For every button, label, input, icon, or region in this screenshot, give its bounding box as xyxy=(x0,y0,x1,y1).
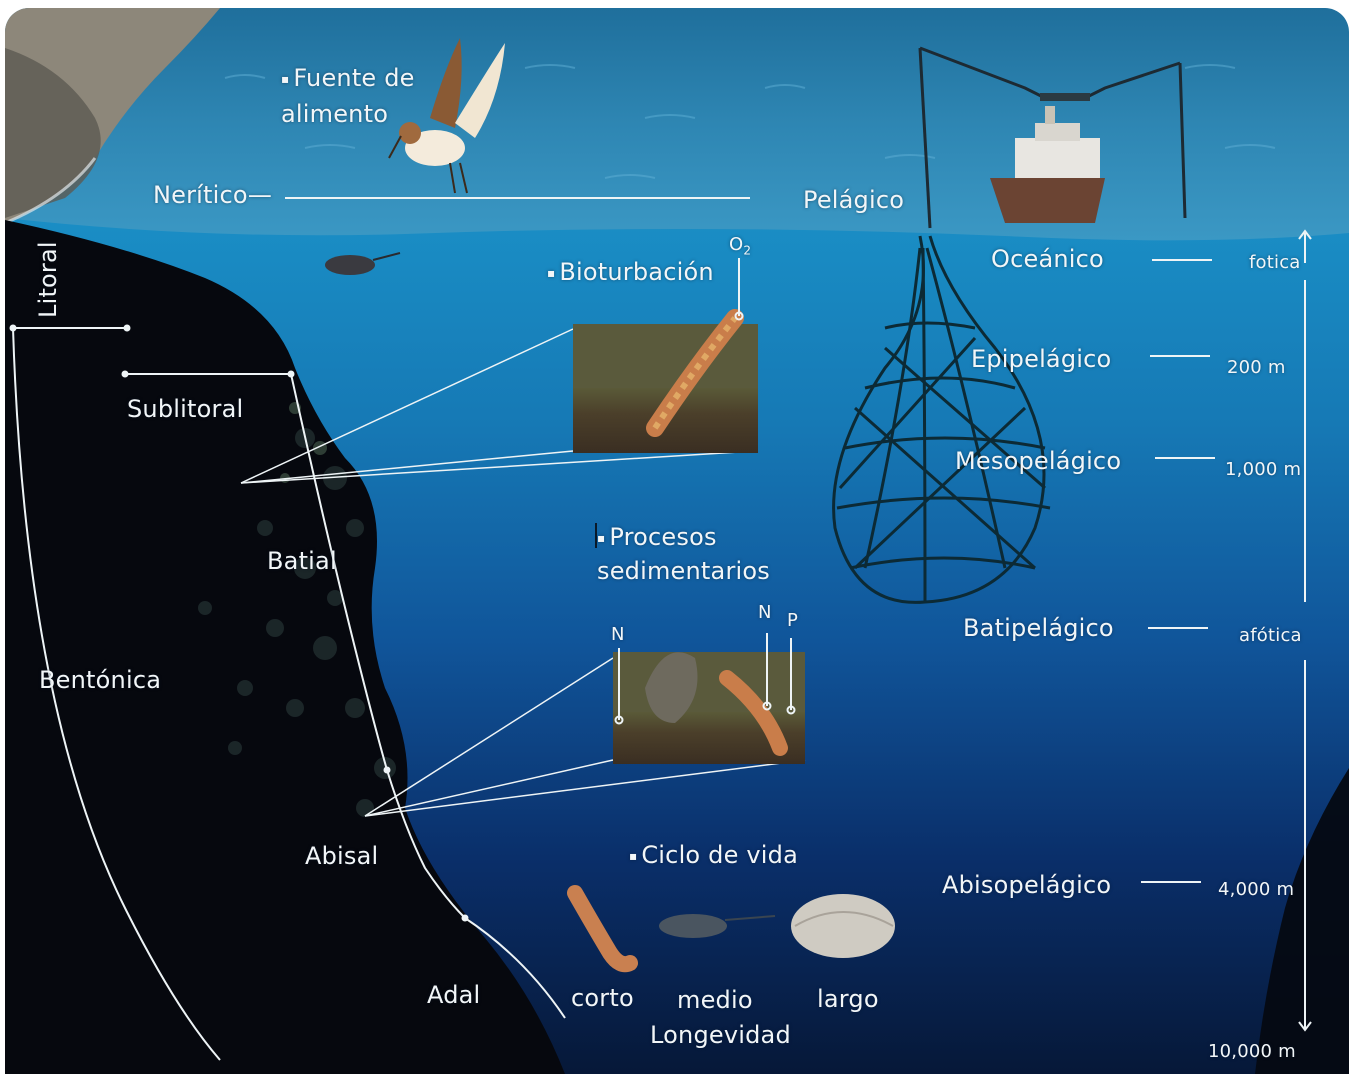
clam-icon xyxy=(791,894,895,958)
zone-abisopelagico: Abisopelágico xyxy=(942,870,1111,900)
label-n-left: N xyxy=(611,620,625,650)
label-p: P xyxy=(787,606,798,636)
zone-epipelagico: Epipelágico xyxy=(971,344,1111,374)
label-sublitoral: Sublitoral xyxy=(127,394,243,424)
zone-batipelagico: Batipelágico xyxy=(963,613,1114,643)
label-abisal: Abisal xyxy=(305,841,378,871)
label-neritico: Nerítico— xyxy=(153,180,272,210)
label-longevidad: Longevidad xyxy=(650,1020,791,1050)
label-procesos-sedimentarios: Procesos sedimentarios xyxy=(597,522,777,586)
ocean-zones-diagram: Fuente de alimento Nerítico— Pelágico Li… xyxy=(5,8,1349,1074)
label-n-right: N xyxy=(758,598,772,628)
label-fuente-de-alimento: Fuente de alimento xyxy=(281,62,421,130)
label-o2: O2 xyxy=(729,230,751,266)
zone-mesopelagico: Mesopelágico xyxy=(955,446,1121,476)
label-pelagico: Pelágico xyxy=(803,185,904,215)
depth-1000m: 1,000 m xyxy=(1225,455,1301,485)
depth-afotica: afótica xyxy=(1239,621,1302,651)
label-corto: corto xyxy=(571,983,634,1013)
depth-10000m: 10,000 m xyxy=(1208,1037,1296,1067)
label-medio: medio xyxy=(677,985,753,1015)
label-ciclo-de-vida: Ciclo de vida xyxy=(629,840,798,874)
depth-200m: 200 m xyxy=(1227,353,1286,383)
label-batial: Batial xyxy=(267,546,337,576)
depth-fotica: fotica xyxy=(1249,248,1301,278)
depth-4000m: 4,000 m xyxy=(1218,875,1294,905)
label-adal: Adal xyxy=(427,980,480,1010)
label-litoral: Litoral xyxy=(33,241,63,318)
label-bioturbacion: Bioturbación xyxy=(547,257,714,291)
zone-oceanico: Oceánico xyxy=(991,244,1104,274)
label-largo: largo xyxy=(817,984,879,1014)
label-bentonica: Bentónica xyxy=(39,665,161,695)
